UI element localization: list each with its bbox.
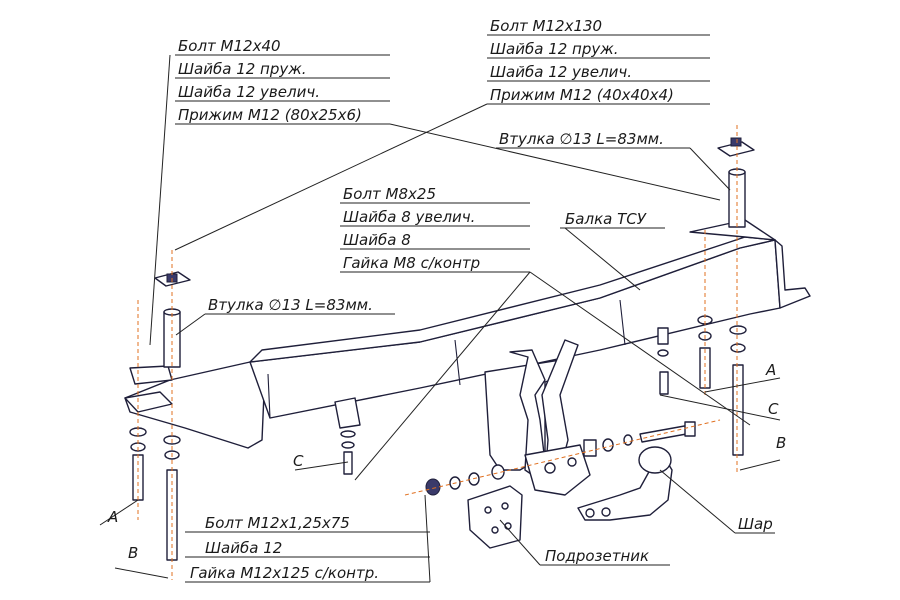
right-top-plate bbox=[717, 137, 755, 157]
ref-c-left: С bbox=[293, 452, 304, 470]
right-bottom-bolt-stack bbox=[657, 315, 747, 456]
label-right-bolt-1: Болт М12х130 bbox=[490, 17, 602, 35]
label-ball: Шар bbox=[738, 515, 773, 533]
towbar-beam bbox=[124, 219, 811, 449]
callout-center-bolt: Болт М8х25 Шайба 8 увелич. Шайба 8 Гайка… bbox=[343, 185, 480, 272]
tow-ball-part bbox=[577, 446, 673, 521]
ref-c-right: С bbox=[768, 400, 779, 418]
label-left-bolt-3: Шайба 12 увелич. bbox=[178, 83, 320, 101]
label-socket-plate: Подрозетник bbox=[545, 547, 649, 565]
callout-bottom-bolt: Болт М12х1,25х75 Шайба 12 Гайка М12х125 … bbox=[190, 514, 379, 582]
label-right-sleeve: Втулка ∅13 L=83мм. bbox=[499, 130, 664, 148]
label-bottom-bolt-1: Болт М12х1,25х75 bbox=[205, 514, 350, 532]
label-center-bolt-2: Шайба 8 увелич. bbox=[343, 208, 475, 226]
label-left-bolt-4: Прижим М12 (80х25х6) bbox=[178, 106, 362, 124]
ref-a-left: А bbox=[107, 508, 118, 526]
label-beam: Балка ТСУ bbox=[565, 210, 647, 228]
left-sleeve-part bbox=[163, 308, 181, 368]
leader-lines bbox=[99, 34, 781, 583]
label-left-bolt-2: Шайба 12 пруж. bbox=[178, 60, 307, 78]
callout-left-bolt: Болт М12х40 Шайба 12 пруж. Шайба 12 увел… bbox=[178, 37, 362, 124]
label-left-bolt-1: Болт М12х40 bbox=[178, 37, 281, 55]
ref-b-left: В bbox=[128, 544, 138, 562]
hitch-drop-plate bbox=[484, 339, 591, 496]
label-right-bolt-3: Шайба 12 увелич. bbox=[490, 63, 632, 81]
label-bottom-bolt-2: Шайба 12 bbox=[205, 539, 282, 557]
ref-a-right: А bbox=[765, 361, 776, 379]
lower-bolt-stack bbox=[425, 464, 505, 496]
center-m8-bolt-stack bbox=[334, 397, 361, 475]
ref-b-right: В bbox=[776, 434, 786, 452]
label-right-bolt-4: Прижим М12 (40х40х4) bbox=[490, 86, 674, 104]
assembly-axes bbox=[137, 125, 738, 580]
label-center-bolt-3: Шайба 8 bbox=[343, 231, 411, 249]
socket-plate-part bbox=[467, 485, 523, 549]
label-bottom-bolt-3: Гайка М12х125 с/контр. bbox=[190, 564, 379, 582]
label-center-bolt-4: Гайка М8 с/контр bbox=[343, 254, 480, 272]
label-right-bolt-2: Шайба 12 пруж. bbox=[490, 40, 619, 58]
label-center-bolt-1: Болт М8х25 bbox=[343, 185, 436, 203]
callout-right-bolt: Болт М12х130 Шайба 12 пруж. Шайба 12 уве… bbox=[490, 17, 674, 104]
label-left-sleeve: Втулка ∅13 L=83мм. bbox=[208, 296, 373, 314]
